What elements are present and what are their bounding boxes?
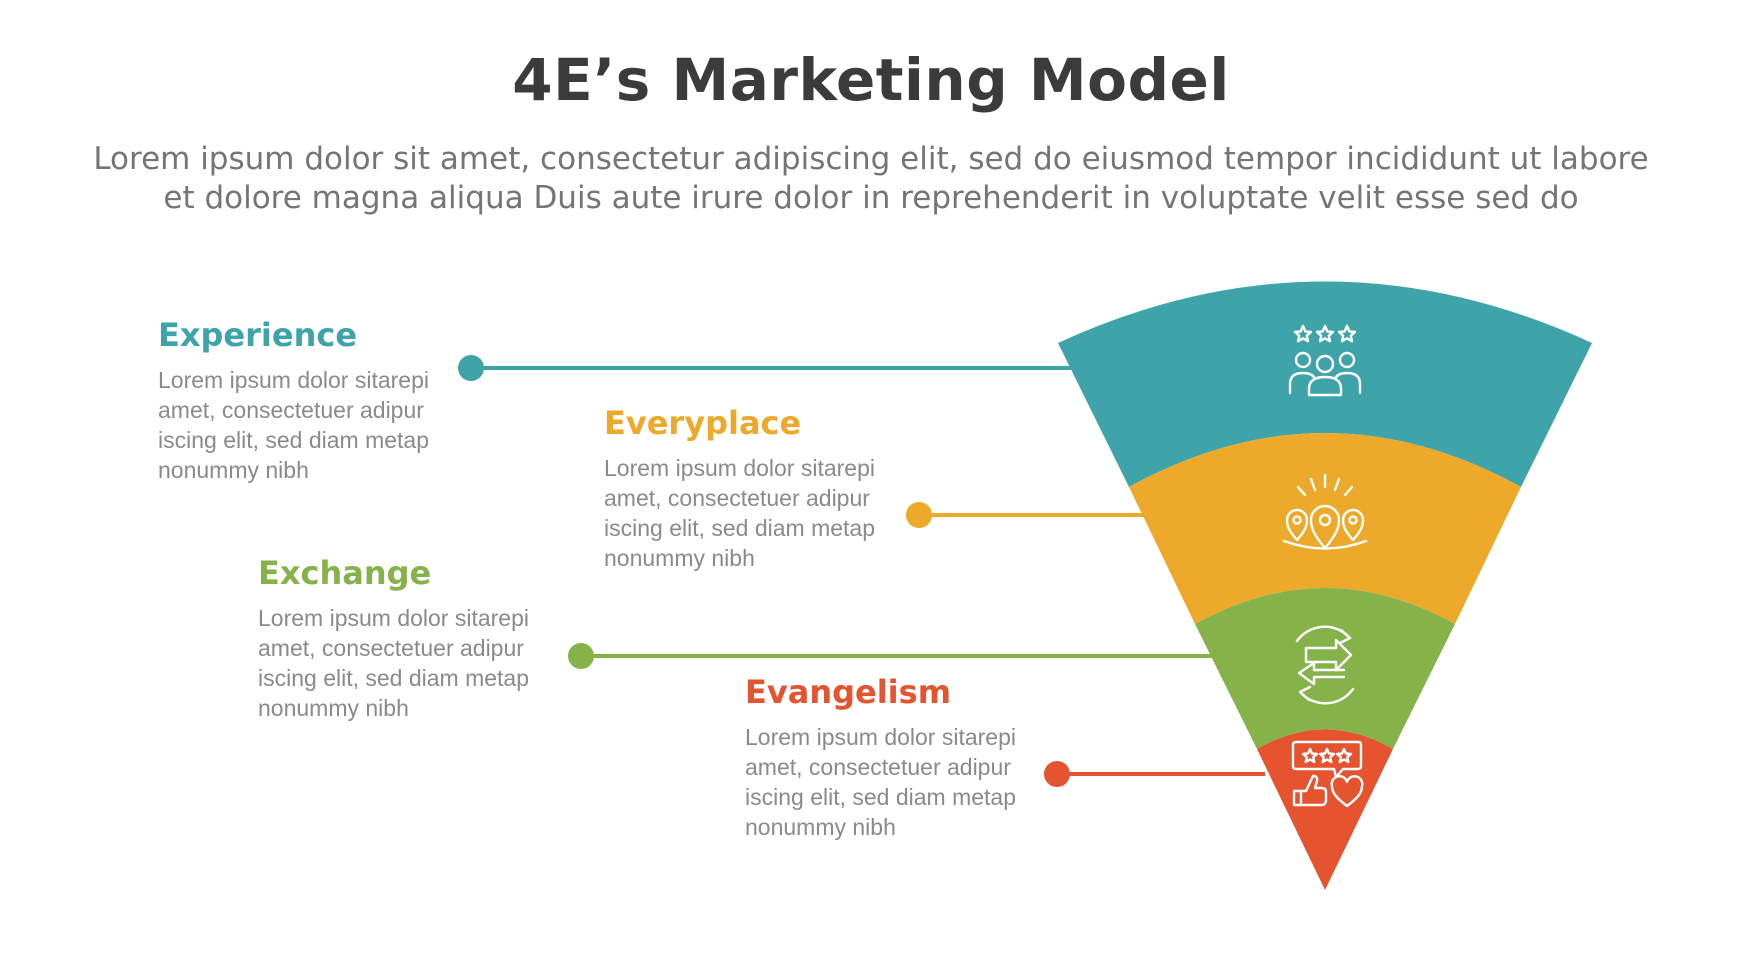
funnel-segment-exchange [1195,588,1455,749]
item-everyplace-desc-line: Lorem ipsum dolor sitarepi [604,455,876,481]
item-everyplace-desc-line: nonummy nibh [604,545,755,571]
page-title: 4E’s Marketing Model [512,46,1230,114]
item-experience-desc-line: nonummy nibh [158,457,309,483]
item-exchange-title: Exchange [258,554,432,592]
rated-team-icon [1288,324,1362,397]
item-experience-desc-line: amet, consectetuer adipur [158,397,424,423]
item-experience-desc-line: iscing elit, sed diam metap [158,427,430,453]
subtitle-line-2: et dolore magna aliqua Duis aute irure d… [163,180,1579,216]
connector-dot-experience [458,355,484,381]
review-thumbs-up-heart-icon [1291,740,1364,808]
item-experience-desc-line: Lorem ipsum dolor sitarepi [158,367,430,393]
item-exchange-desc-line: nonummy nibh [258,695,409,721]
item-evangelism-desc-line: iscing elit, sed diam metap [745,784,1017,810]
item-exchange-desc-line: Lorem ipsum dolor sitarepi [258,605,530,631]
item-evangelism-title: Evangelism [745,673,952,711]
connector-dot-evangelism [1044,761,1070,787]
item-evangelism-desc-line: amet, consectetuer adipur [745,754,1011,780]
connector-dot-everyplace [906,502,932,528]
item-experience-description: Lorem ipsum dolor sitarepi amet, consect… [158,365,458,485]
funnel-segment-everyplace [1129,433,1521,624]
item-everyplace-description: Lorem ipsum dolor sitarepi amet, consect… [604,453,904,573]
connector-dot-exchange [568,643,594,669]
item-everyplace-title: Everyplace [604,404,802,442]
item-everyplace-desc-line: iscing elit, sed diam metap [604,515,876,541]
item-experience-title: Experience [158,316,358,354]
item-everyplace: Everyplace Lorem ipsum dolor sitarepi am… [604,403,904,573]
page-subtitle: Lorem ipsum dolor sit amet, consectetur … [80,140,1662,218]
item-evangelism-desc-line: nonummy nibh [745,814,896,840]
funnel-segment-experience [1058,281,1592,487]
location-pins-icon [1282,473,1368,550]
item-everyplace-desc-line: amet, consectetuer adipur [604,485,870,511]
item-evangelism: Evangelism Lorem ipsum dolor sitarepi am… [745,672,1045,842]
item-exchange: Exchange Lorem ipsum dolor sitarepi amet… [258,553,558,723]
item-experience: Experience Lorem ipsum dolor sitarepi am… [158,315,458,485]
item-exchange-desc-line: amet, consectetuer adipur [258,635,524,661]
item-evangelism-desc-line: Lorem ipsum dolor sitarepi [745,724,1017,750]
exchange-arrows-icon [1295,625,1355,705]
item-exchange-desc-line: iscing elit, sed diam metap [258,665,530,691]
item-evangelism-description: Lorem ipsum dolor sitarepi amet, consect… [745,722,1045,842]
subtitle-line-1: Lorem ipsum dolor sit amet, consectetur … [93,141,1649,177]
item-exchange-description: Lorem ipsum dolor sitarepi amet, consect… [258,603,558,723]
